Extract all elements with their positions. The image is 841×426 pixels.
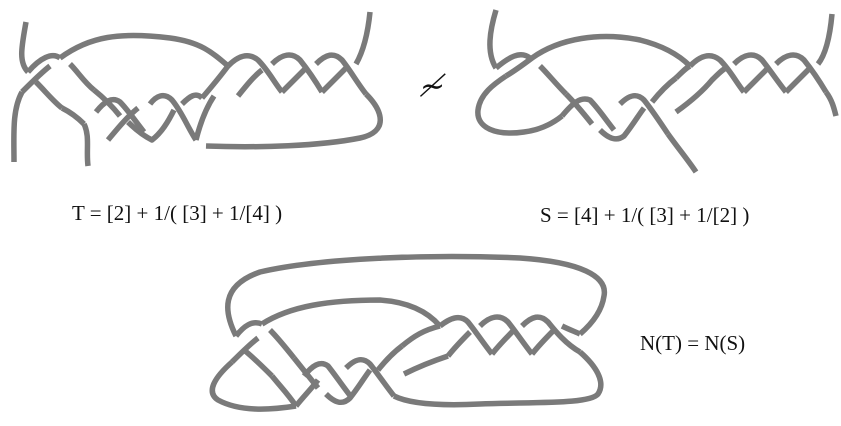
tangle-t-strand [60,105,86,126]
tangle-s-strand [487,9,499,70]
numerator-knot-strand [402,353,449,377]
tangle-t-strand [81,122,91,167]
numerator-knot-strand [520,314,582,355]
numerator-knot-strand [392,349,604,408]
tangle-s-strand [665,132,699,174]
tangle-s-strand [649,75,678,104]
numerator-knot-strand [438,314,495,356]
tangle-t-strand [314,52,369,96]
tangle-t-strand [235,67,264,98]
tangle-t-strand [199,64,231,100]
tangle-s-strand [732,52,789,94]
tangle-s-strand [742,66,770,94]
tangle-t [11,11,383,167]
tangle-s-strand [674,63,692,80]
numerator-knot-strand [269,374,299,408]
tangle-s-strand [598,106,647,142]
tangle-s-strand [559,96,617,132]
tangle-s-strand [504,33,692,79]
tangle-s-strand [688,53,747,94]
tangle-s-strand [564,92,595,126]
numerator-equation: N(T) = N(S) [640,331,745,355]
tangle-t-strand [320,66,348,94]
tangle-t-strand [93,96,147,134]
tangle-s-strand [494,52,532,71]
numerator-knot-strand [209,359,297,412]
tangle-s-strand [774,52,829,94]
tangle-s-strand [538,64,568,96]
tangle-s-strand [823,90,839,117]
tangle-t-strand [11,90,25,163]
tangle-t-strand [193,94,217,141]
numerator-knot-strand [242,347,274,378]
tangle-s-strand [784,66,812,94]
numerator-knot-strand [233,320,264,338]
tangle-t-strand [58,32,230,69]
tangle-t-strand [270,52,325,94]
tangle-t-strand [25,52,62,74]
tangle-s-strand [618,92,671,136]
tangle-s-strand [674,65,728,115]
tangle-t-strand [105,105,140,142]
tangle-t-strand [34,80,64,111]
tangle-s-formula: S = [4] + 1/( [3] + 1/[2] ) [540,203,749,227]
tangle-s [475,9,839,174]
tangle-t-strand [126,108,177,143]
tangle-s-strand [475,73,564,136]
numerator-knot-strand [478,314,535,356]
tangle-t-strand [226,53,285,94]
tangle-t-strand [180,92,204,106]
numerator-knot-strand [293,378,321,408]
tangle-t-strand [353,11,373,66]
numerator-knot-strand [529,328,556,356]
tangle-t-strand [19,21,31,74]
tangle-t-strand [20,63,52,94]
tangle-t-strand [68,62,96,93]
numerator-knot-strand [375,343,404,372]
tangle-t-strand [147,92,199,142]
numerator-knot-strand [268,328,297,360]
numerator-knot-strand [260,297,443,328]
non-isotopic-symbol: ≁ [419,70,446,103]
tangle-s-strand [815,13,835,66]
numerator-knot-strand [489,328,516,356]
numerator-knot-strand [225,253,608,338]
tangle-t-strand [280,66,308,94]
numerator-knot [209,253,608,412]
numerator-knot-strand [560,323,582,337]
tangle-t-formula: T = [2] + 1/( [3] + 1/[4] ) [72,201,282,225]
numerator-knot-strand [344,356,397,398]
numerator-knot-strand [445,330,472,358]
numerator-knot-strand [301,360,355,400]
numerator-knot-strand [400,323,441,349]
tangle-t-strand [205,92,383,150]
